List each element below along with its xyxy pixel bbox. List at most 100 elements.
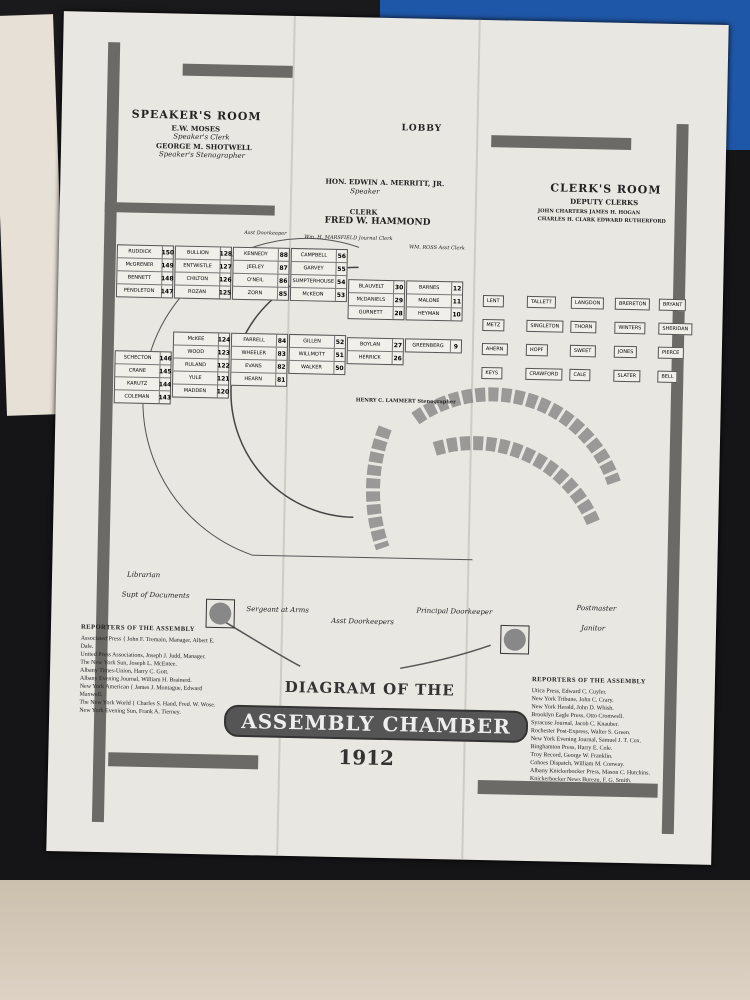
seat: CRAWFORD (525, 367, 563, 381)
seat-member: WILLMOTT (289, 347, 335, 361)
seat-number: 84 (277, 337, 287, 345)
seat-number: 50 (335, 364, 344, 372)
seat-number: 27 (393, 341, 403, 349)
seat-member: GREENBERG (405, 339, 452, 353)
title-line-1: DIAGRAM OF THE (284, 677, 456, 700)
seat-member: HEYMAN (406, 307, 452, 321)
seat-number: 145 (159, 367, 172, 375)
seat-member: KARUTZ (114, 377, 161, 391)
asst-doorkeeper: Asst Doorkeeper (244, 229, 287, 237)
seat-member: SCHECTON (115, 351, 161, 365)
seat-number: 53 (336, 291, 346, 299)
seat: CALE (569, 368, 591, 382)
seat-number: 150 (161, 248, 175, 256)
seat-number: 29 (394, 296, 404, 304)
seat-number: 10 (452, 310, 461, 319)
seat-number: 124 (217, 335, 231, 344)
seat: KEYS (481, 366, 503, 380)
seat-number: 56 (337, 252, 347, 260)
seat-number: 28 (394, 309, 403, 317)
seat-member: CHILTON (175, 272, 221, 286)
reporters-right: REPORTERS OF THE ASSEMBLY Utica Press, E… (530, 676, 657, 786)
seat-number: 121 (216, 374, 230, 383)
seat-member: EVANS (231, 359, 277, 373)
seat-member: McDANIELS (348, 293, 395, 307)
seat-number: 51 (335, 351, 344, 359)
reporters-title: REPORTERS OF THE ASSEMBLY (531, 676, 647, 686)
seat: SWEET (569, 344, 596, 358)
seat-member: RUDDICK (117, 245, 163, 259)
seat-member: MALONE (406, 294, 453, 308)
lobby-label: LOBBY (401, 123, 443, 135)
principal-doorkeeper-label: Principal Doorkeeper (416, 606, 493, 617)
seat-member: HEARN (231, 372, 277, 386)
seat-member: ZORN (232, 286, 279, 300)
seat-member: WOOD (173, 345, 219, 359)
seat-member: PENDLETON (116, 284, 163, 298)
seat-member: CAMPBELL (291, 248, 337, 262)
seat-number: 146 (159, 354, 172, 362)
supt-documents-label: Supt of Documents (121, 590, 190, 600)
seat-member: JEELEY (233, 260, 279, 274)
seat-member: BARNES (407, 281, 453, 295)
clerks-room-subtitle: DEPUTY CLERKS (569, 196, 639, 208)
seat-member: GURNETT (348, 306, 394, 320)
seat-number: 125 (218, 288, 232, 297)
seat-number: 86 (279, 277, 288, 285)
seat-member: KENNEDY (233, 247, 279, 261)
seat-ring (366, 425, 392, 551)
cloth-surface (0, 880, 750, 1000)
title-line-2: ASSEMBLY CHAMBER (241, 709, 511, 739)
reporters-title: REPORTERS OF THE ASSEMBLY (80, 623, 196, 634)
seat: WINTERS (614, 321, 646, 335)
seat-number: 9 (453, 342, 459, 350)
seat-number: 11 (452, 297, 462, 306)
speakers-room-line: Speaker's Clerk (173, 132, 230, 142)
seat-number: 12 (452, 284, 462, 293)
speakers-room-title: SPEAKER'S ROOM (131, 107, 262, 124)
seat-member: GARVEY (291, 261, 337, 275)
seat-member: BOYLAN (347, 338, 394, 352)
seat-member: BLAUVELT (349, 280, 395, 294)
seat-ring (411, 387, 621, 486)
librarian-label: Librarian (126, 570, 161, 580)
seat-number: 26 (393, 354, 402, 362)
seat-ring (432, 436, 600, 526)
title-banner: ASSEMBLY CHAMBER (223, 704, 529, 744)
seat-number: 120 (216, 387, 230, 396)
seat-number: 123 (217, 348, 231, 357)
seat-member: MADDEN (172, 384, 219, 398)
seat-number: 127 (219, 262, 232, 271)
asst-doorkeepers-label: Asst Doorkeepers (331, 616, 394, 627)
seat-member: BENNETT (117, 271, 163, 285)
seat-number: 87 (279, 264, 288, 272)
seat-number: 149 (161, 261, 174, 269)
seat-number: 144 (158, 380, 172, 388)
seat: METZ (482, 318, 505, 332)
seat: SLATER (613, 369, 641, 383)
seat-member: ENTWISTLE (175, 259, 221, 273)
seat-member: YULE (173, 371, 219, 385)
seat-number: 83 (277, 350, 286, 358)
